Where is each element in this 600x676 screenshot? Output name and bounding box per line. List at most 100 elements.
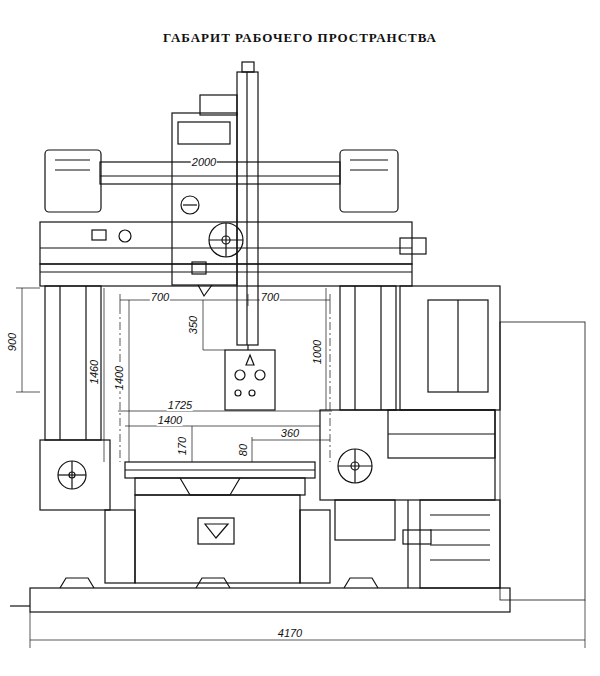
rail-edge [40,271,412,272]
drive-box [420,500,500,588]
saddle-detail [180,478,240,495]
dial [181,196,199,214]
spindle-detail [235,390,241,396]
floor-plate [30,588,510,612]
spindle-detail [235,370,245,380]
dimension-value: 80 [237,443,249,457]
grille [430,559,490,560]
dial-mark [183,204,197,205]
dimension-value: 1400 [157,414,183,426]
bed-window [198,518,234,544]
motor-detail [350,169,388,170]
dim-line [30,640,585,641]
dim-tick [16,392,40,393]
side-head-top [388,410,495,458]
work-envelope [500,322,585,600]
drawing-title: ГАБАРИТ РАБОЧЕГО ПРОСТРАНСТВА [163,30,437,46]
dimension-value: 360 [280,427,300,439]
dim-tick [330,294,331,306]
cabinet-line [457,300,458,392]
grille [430,514,490,515]
grille [430,529,490,530]
bed-side [300,510,330,583]
table-slot [125,469,315,470]
motor-detail [55,159,90,160]
dimension-value: 1400 [113,365,125,391]
bed [135,495,300,583]
dim-line [22,288,23,392]
left-column [45,286,101,440]
side-head [320,410,495,500]
spindle [247,345,248,350]
side-handwheel [338,449,372,483]
spindle-detail [255,370,265,380]
column-line [85,286,86,440]
motor-detail [55,169,90,170]
spindle-head [225,350,275,410]
foot [196,578,230,588]
dim-line [118,411,332,412]
column-line [380,286,381,410]
dim-tick [16,288,40,289]
dim-line [252,440,330,441]
dim-tick [120,294,121,306]
dimension-value: 350 [187,315,199,335]
dim-line [104,288,105,462]
left-handwheel [58,461,86,489]
cross-rail [40,222,412,264]
dimension-value: 700 [150,291,170,303]
right-motor [340,150,398,212]
dimension-lines [16,288,585,648]
bed-mark [205,524,228,538]
ram-line [246,72,247,345]
dimension-value: 1000 [311,339,323,365]
table [125,462,315,478]
extension-line [585,600,586,648]
side-slide [335,500,395,540]
rail-lower [40,264,412,286]
head-detail [192,262,206,274]
cabinet-panel [428,300,488,392]
extension-line [330,306,331,462]
head-panel [178,122,230,144]
spindle-detail [249,390,255,396]
right-column [340,286,396,410]
shaft-clamp [403,530,431,544]
handwheel [209,223,243,257]
bed-side [105,510,135,583]
foot [344,578,378,588]
dim-line [129,300,130,462]
head-top [200,95,237,115]
beam-edge [100,175,340,176]
spoke [338,465,372,466]
spoke [58,474,86,475]
rail-box [400,238,426,254]
head-box [172,113,237,285]
rail-detail [119,230,131,242]
dim-line [192,426,193,462]
dim-tick [248,294,249,306]
side-head-line [388,433,495,434]
column-line [354,286,355,410]
dim-line [326,288,327,410]
dimension-value: 2000 [191,156,217,168]
anchor [10,605,30,606]
machine-outline [10,62,510,612]
dimension-value: 700 [260,291,280,303]
top-beam [100,162,340,184]
ram-cap [242,62,254,72]
cabinet [400,286,500,410]
left-motor [45,150,101,212]
dimension-value: 4170 [277,627,303,639]
column-line [59,286,60,440]
foot [60,578,94,588]
rail-detail [92,230,106,240]
extension-line [30,612,31,648]
ram [237,72,258,345]
dim-line [252,437,253,462]
saddle [135,478,305,495]
dimension-value: 1460 [88,359,100,385]
dim-line [203,300,204,350]
grille [430,544,490,545]
